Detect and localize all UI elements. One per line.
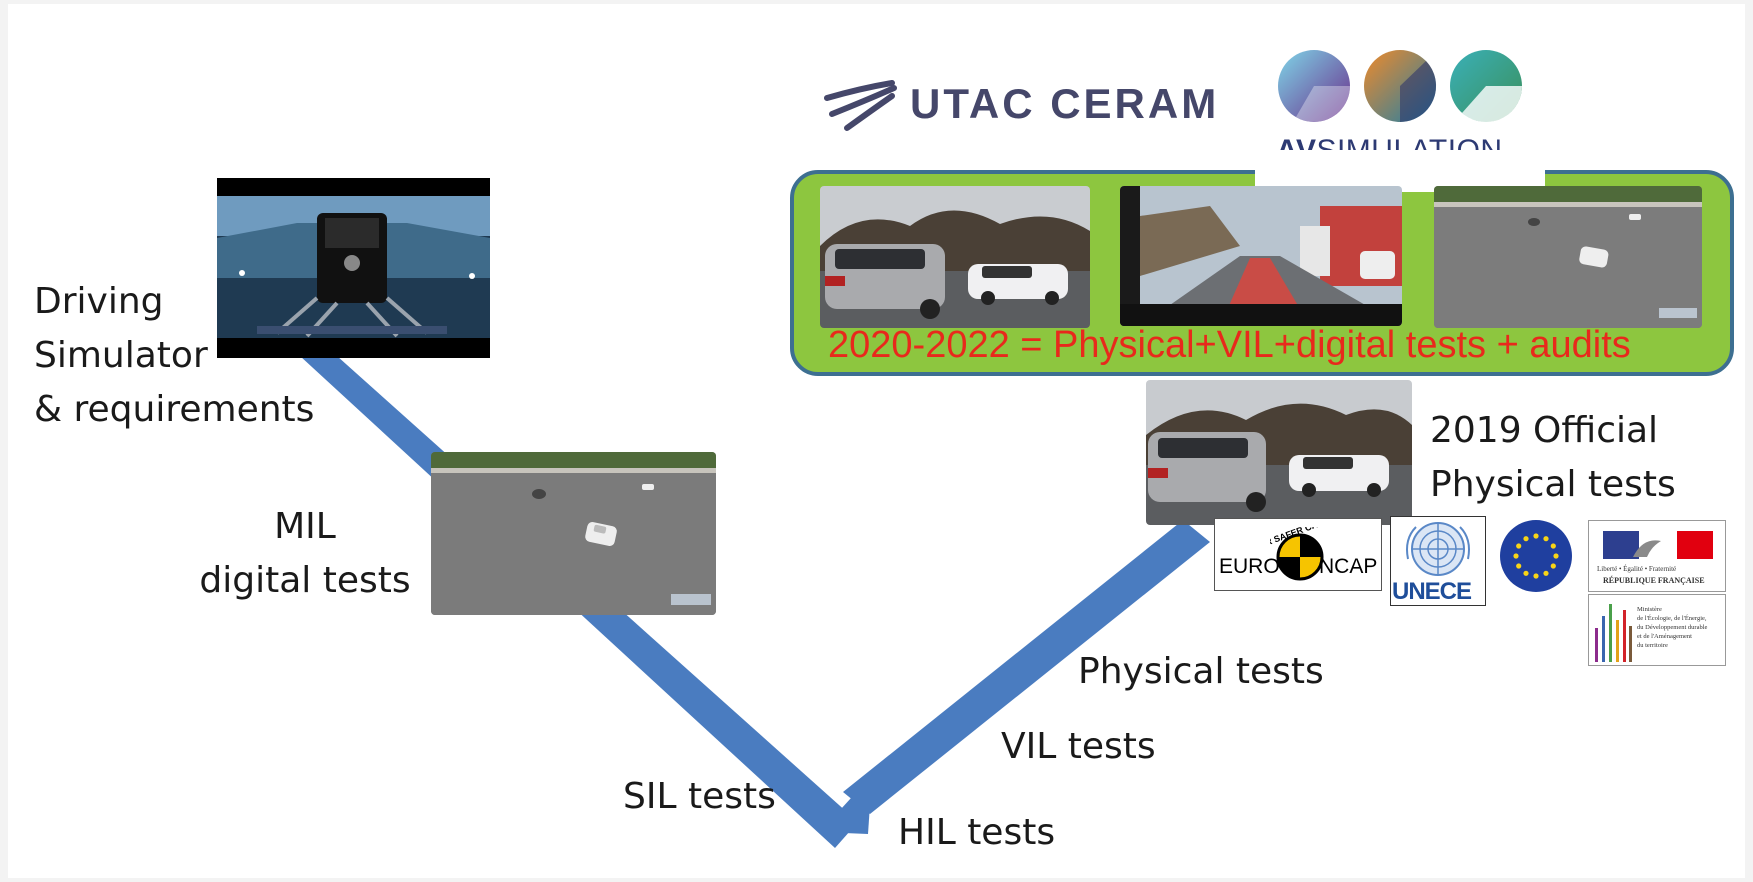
vil-label: VIL tests — [1001, 726, 1156, 767]
ministere-bars-icon — [1595, 604, 1632, 662]
ministere-text: Ministère de l'Écologie, de l'Énergie, d… — [1637, 605, 1707, 650]
unece-text: UNECE — [1392, 578, 1472, 605]
ministere-line-2: de l'Écologie, de l'Énergie, — [1637, 615, 1707, 622]
utac-ceram-logo: UTAC CERAM — [910, 80, 1220, 127]
marianne-icon — [1603, 531, 1713, 559]
official-label-line1: 2019 Official — [1430, 410, 1659, 451]
euro-text: EURO — [1219, 555, 1280, 578]
driving-label-line2: Simulator — [34, 335, 208, 376]
mil-simulation-image — [431, 452, 716, 615]
mil-label: MIL digital tests — [195, 500, 415, 608]
banner-photo-simulation — [1434, 186, 1702, 328]
physical-label: Physical tests — [1078, 651, 1324, 692]
v-right-arm — [843, 520, 1210, 814]
rf-motto: Liberté • Égalité • Fraternité — [1597, 565, 1677, 573]
utac-swoosh-icon — [824, 80, 897, 131]
republique-francaise-logo: Liberté • Égalité • Fraternité RÉPUBLIQU… — [1588, 520, 1726, 592]
avsim-overlap-mask — [1255, 150, 1545, 192]
driving-label-line1: Driving — [34, 281, 164, 322]
driving-simulator-image — [217, 178, 490, 358]
ncap-text: NCAP — [1319, 555, 1378, 578]
eu-flag-icon — [1500, 520, 1572, 592]
banner-caption: 2020-2022 = Physical+VIL+digital tests +… — [828, 324, 1631, 366]
banner-photo-cars — [820, 186, 1090, 328]
sil-label: SIL tests — [623, 776, 776, 817]
un-emblem-icon — [1406, 522, 1470, 576]
mil-label-line2: digital tests — [199, 560, 411, 601]
avsimulation-circles-icon — [1278, 50, 1523, 123]
euro-ncap-logo: FOR SAFER CARS EURO NCAP — [1214, 518, 1382, 591]
ministere-line-4: et de l'Aménagement — [1637, 633, 1692, 640]
ministere-line-5: du territoire — [1637, 642, 1668, 649]
unece-logo — [1390, 516, 1486, 606]
ministere-line-1: Ministère — [1637, 606, 1662, 613]
official-label: 2019 Official Physical tests — [1430, 404, 1676, 512]
driving-simulator-label: Driving Simulator & requirements — [34, 275, 314, 437]
hil-label: HIL tests — [898, 812, 1056, 853]
ministere-logo: Ministère de l'Écologie, de l'Énergie, d… — [1588, 594, 1726, 666]
official-label-line2: Physical tests — [1430, 464, 1676, 505]
ncap-target-icon: FOR SAFER CARS — [1270, 527, 1330, 581]
driving-label-line3: & requirements — [34, 389, 315, 430]
mil-label-line1: MIL — [274, 506, 336, 547]
banner-photo-driver-view — [1120, 186, 1402, 326]
official-test-image — [1146, 380, 1412, 525]
rf-name: RÉPUBLIQUE FRANÇAISE — [1603, 576, 1705, 585]
ministere-line-3: du Développement durable — [1637, 624, 1708, 631]
v-arrowhead — [820, 775, 872, 834]
